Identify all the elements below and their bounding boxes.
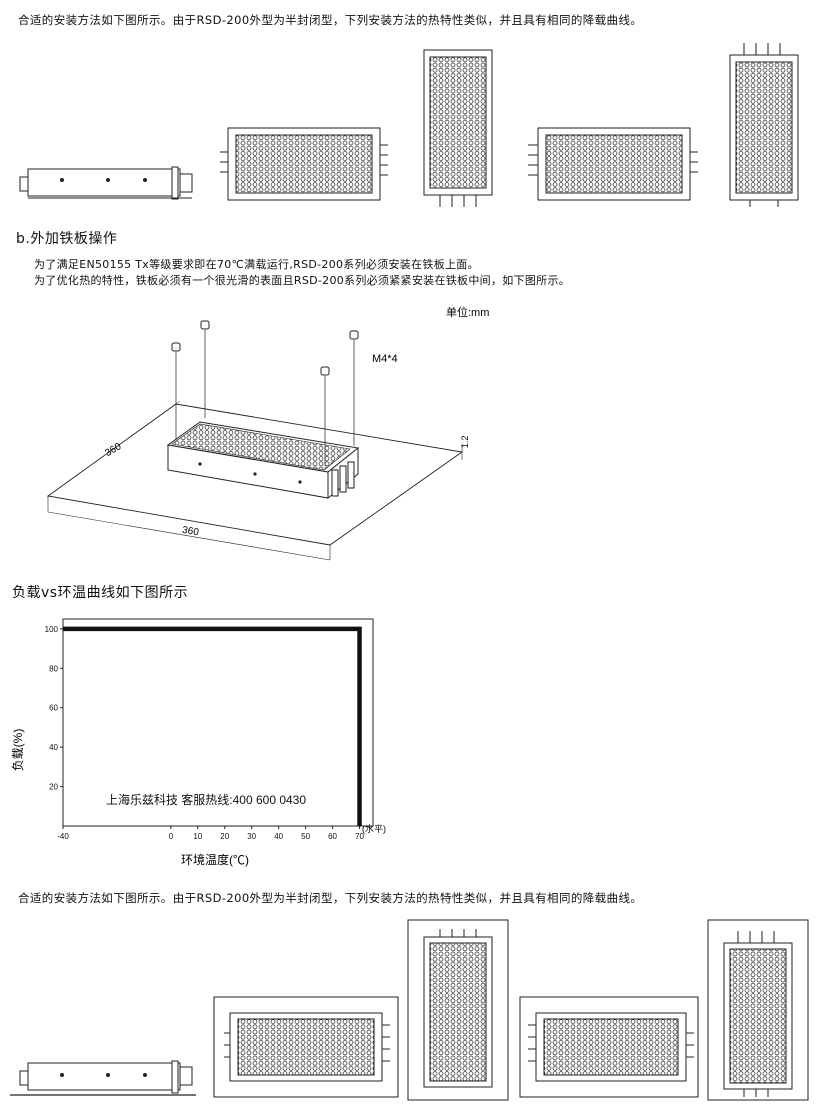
y-tick-label: 60 bbox=[49, 704, 58, 713]
y-axis-label: 负载(%) bbox=[11, 729, 25, 772]
y-tick-label: 20 bbox=[49, 783, 58, 792]
width-dimension: 360 bbox=[181, 525, 200, 539]
intro-paragraph: 合适的安装方法如下图所示。由于RSD-200外型为半封闭型，下列安装方法的热特性… bbox=[18, 13, 643, 27]
watermark-text: 上海乐兹科技 客服热线:400 600 0430 bbox=[106, 792, 306, 807]
x-tick-label: 70 bbox=[355, 832, 364, 841]
derating-chart: 20 40 60 80 100 -40 0 10 20 30 40 50 60 70 负载(%) 环境温… bbox=[11, 618, 386, 867]
derating-curve bbox=[63, 626, 362, 826]
y-tick-label: 80 bbox=[49, 664, 58, 673]
mounting-orientations-bottom bbox=[10, 919, 809, 1101]
side-view-unit-bottom bbox=[10, 1060, 196, 1096]
screw-spec: M4*4 bbox=[372, 353, 398, 365]
mounting-orientations-top bbox=[19, 43, 799, 207]
horizontal-unit-2 bbox=[528, 127, 698, 201]
section-b-line2: 为了优化热的特性，铁板必须有一个很光滑的表面且RSD-200系列必须紧紧安装在铁… bbox=[34, 274, 571, 287]
iron-plate-diagram: 1.2 M4*4 单位:mm 360 360 bbox=[46, 305, 489, 561]
unit-label: 单位:mm bbox=[446, 305, 489, 319]
y-tick-label: 40 bbox=[49, 743, 58, 752]
enclosed-horizontal-1 bbox=[213, 996, 399, 1098]
screw-icon bbox=[171, 320, 359, 466]
thickness-label: 1.2 bbox=[460, 435, 470, 448]
plot-frame bbox=[62, 618, 374, 827]
x-tick-label: 20 bbox=[220, 832, 229, 841]
x-axis-label: 环境温度(℃) bbox=[181, 852, 249, 867]
side-view-unit bbox=[19, 166, 193, 200]
x-tick-label: -40 bbox=[57, 832, 69, 841]
chart-section-title: 负载vs环温曲线如下图所示 bbox=[12, 585, 189, 601]
x-axis-note: (水平) bbox=[362, 823, 386, 834]
horizontal-unit-1 bbox=[220, 127, 388, 201]
enclosed-vertical-1 bbox=[407, 919, 509, 1101]
x-tick-label: 40 bbox=[274, 832, 283, 841]
vertical-unit-1 bbox=[423, 49, 493, 207]
enclosed-horizontal-2 bbox=[519, 996, 699, 1098]
x-tick-label: 10 bbox=[193, 832, 202, 841]
intro-paragraph-repeat: 合适的安装方法如下图所示。由于RSD-200外型为半封闭型，下列安装方法的热特性… bbox=[18, 891, 643, 905]
section-b-line1: 为了满足EN50155 Tx等级要求即在70℃满载运行,RSD-200系列必须安… bbox=[34, 258, 479, 271]
section-b-title: b.外加铁板操作 bbox=[16, 231, 118, 247]
vertical-unit-2 bbox=[729, 43, 799, 207]
x-tick-label: 0 bbox=[169, 832, 174, 841]
enclosed-vertical-2 bbox=[707, 919, 809, 1101]
x-tick-label: 30 bbox=[247, 832, 256, 841]
x-tick-label: 50 bbox=[301, 832, 310, 841]
x-tick-label: 60 bbox=[328, 832, 337, 841]
y-tick-label: 100 bbox=[45, 625, 59, 634]
